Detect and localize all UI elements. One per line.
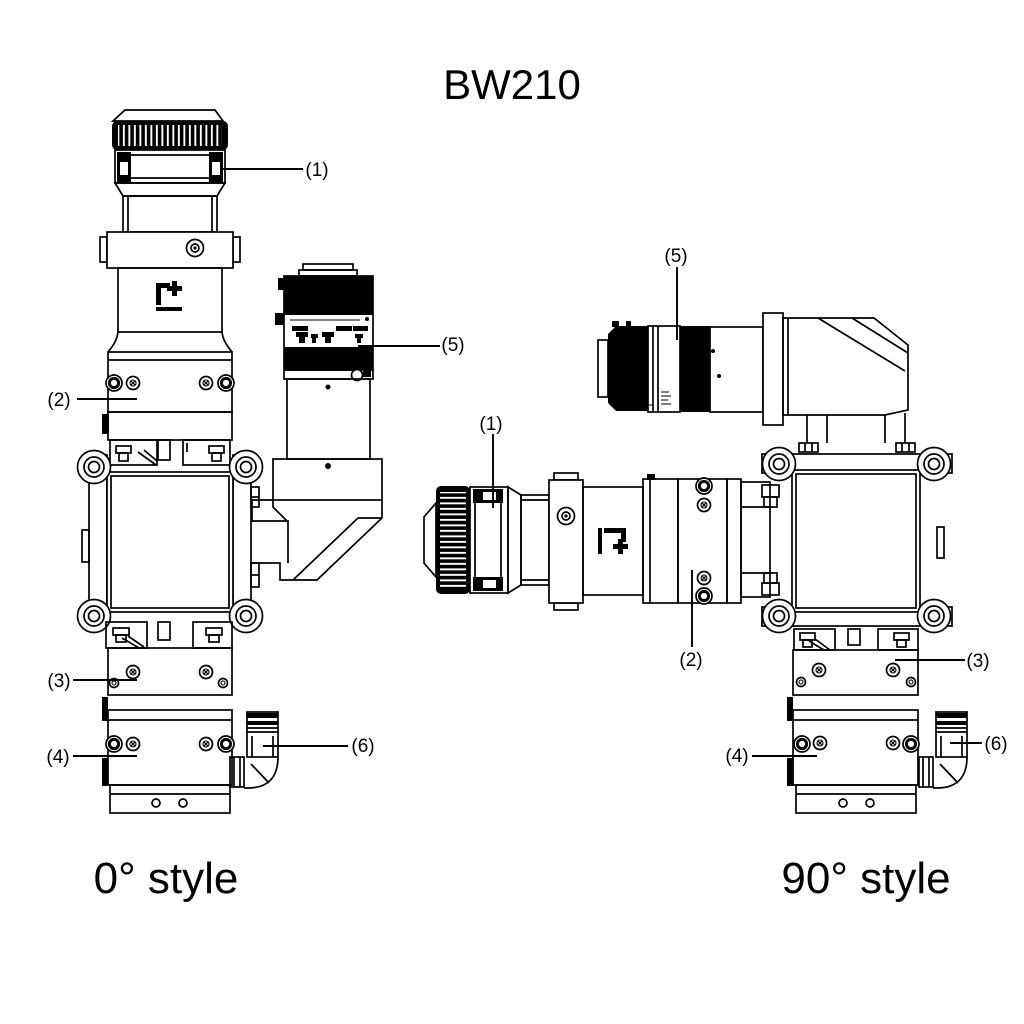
callout-3-left: (3) [47,671,70,692]
callout-6-left: (6) [351,736,374,757]
callout-5-right: (5) [664,246,687,267]
fiber-connector-0 [110,109,228,233]
upper-bracket-0 [109,439,231,466]
brand-logo-icon [156,281,182,311]
callout-4-right: (4) [725,746,748,767]
caption-0-style: 0° style [94,854,239,903]
page-title: BW210 [443,61,581,108]
camera-module-90 [597,321,764,413]
lower-bracket-90 [793,628,919,651]
diagram-0-style: (1) (2) (3) (4) (5) (6) 0° style [46,109,465,903]
callout-1-right: (1) [479,414,502,435]
callout-2-right: (2) [679,650,702,671]
callout-4-left: (4) [46,747,69,768]
collimator-module-0 [99,231,241,353]
callout-6-right: (6) [984,734,1007,755]
lens-housing-0 [76,449,264,634]
nozzle-sections-90 [787,649,921,814]
callouts-90-style: (1) (2) (3) (4) (5) (6) [479,246,1007,767]
brand-logo-icon [598,528,628,554]
caption-90-style: 90° style [781,854,950,903]
lens-housing-90 [761,446,953,634]
focus-adjust-section-90 [677,476,780,606]
callouts-0-style: (1) (2) (3) (4) (5) (6) [46,160,464,768]
air-fitting-0 [229,711,279,789]
callout-3-right: (3) [966,651,989,672]
camera-duct-0 [251,499,383,581]
lower-bracket-0 [105,621,233,649]
nozzle-sections-0 [102,647,236,814]
diagram-90-style: (1) (2) (3) (4) (5) (6) 90° style [423,246,1008,903]
fiber-connector-90 [423,485,550,595]
callout-2-left: (2) [47,390,70,411]
collimator-module-90 [548,472,679,611]
callout-1-left: (1) [305,160,328,181]
air-fitting-90 [918,711,968,789]
focus-adjust-section-0 [102,351,236,441]
callout-5-left: (5) [441,335,464,356]
camera-duct-90 [762,312,916,453]
camera-module-0 [272,263,383,501]
